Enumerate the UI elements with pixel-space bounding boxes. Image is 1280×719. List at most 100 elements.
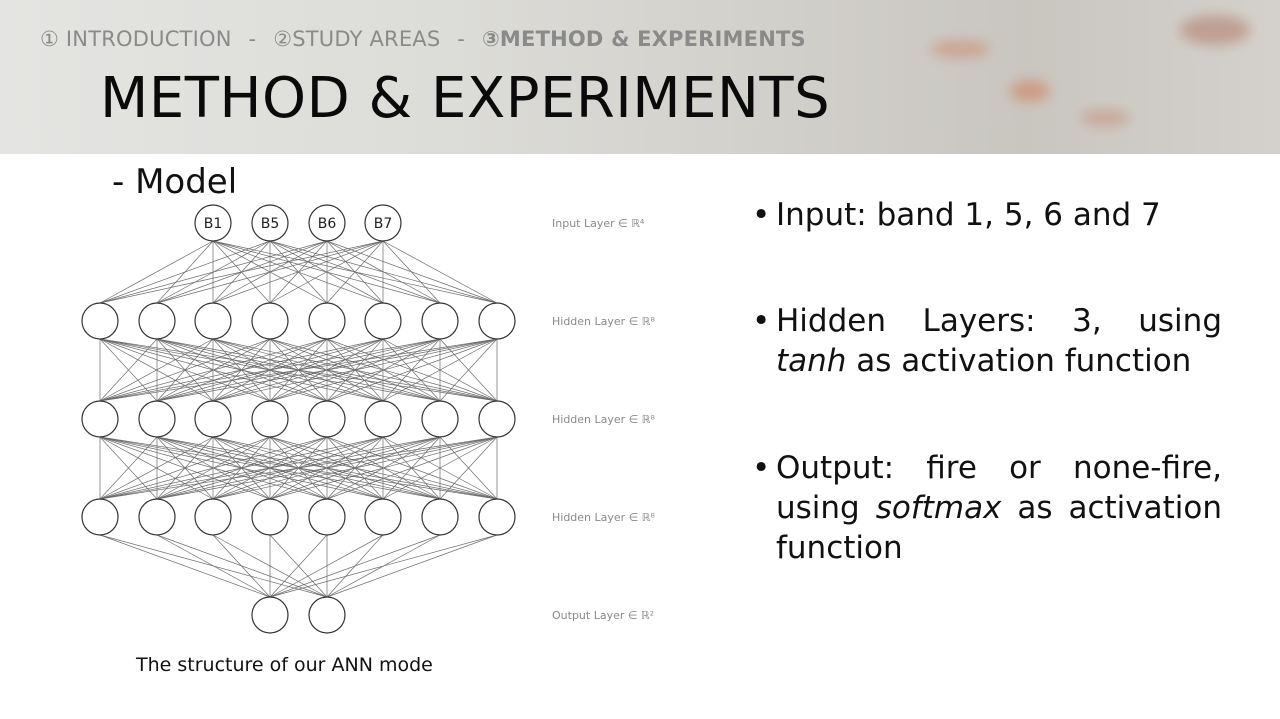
bullet-text-emphasis: tanh	[776, 343, 847, 379]
connection-edge	[269, 240, 384, 304]
background-fire-glow	[1010, 80, 1050, 102]
connection-edge	[99, 338, 384, 402]
connection-edge	[269, 436, 498, 500]
hidden-node	[251, 302, 289, 340]
connection-edge	[99, 436, 214, 500]
hidden-node	[478, 400, 516, 438]
connection-edges	[99, 240, 498, 598]
background-fire-glow	[1080, 110, 1130, 126]
header-banner: ① INTRODUCTION - ②STUDY AREAS - ③METHOD …	[0, 0, 1280, 154]
connection-edge	[326, 338, 498, 402]
breadcrumb-item-introduction[interactable]: ① INTRODUCTION	[40, 27, 232, 51]
connection-edge	[269, 534, 328, 598]
connection-edge	[382, 436, 498, 500]
bullet-text-part: Input: band 1, 5, 6 and 7	[776, 197, 1161, 233]
hidden-node	[308, 400, 346, 438]
connection-edge	[99, 338, 498, 402]
connection-edge	[156, 534, 271, 598]
bullet-text-part: as activation function	[846, 343, 1192, 379]
breadcrumb-item-study-areas[interactable]: ②STUDY AREAS	[273, 27, 441, 51]
input-node-label: B6	[318, 216, 337, 232]
hidden-node	[421, 498, 459, 536]
connection-edge	[99, 534, 271, 598]
hidden-node	[308, 302, 346, 340]
hidden-node	[138, 400, 176, 438]
hidden-node	[251, 400, 289, 438]
connection-edge	[99, 436, 158, 500]
input-node	[251, 204, 289, 242]
hidden-node	[308, 498, 346, 536]
connection-edge	[269, 534, 498, 598]
hidden-node	[194, 498, 232, 536]
background-fire-glow	[930, 40, 990, 58]
bullet-dot: •	[752, 197, 771, 233]
connection-edge	[99, 436, 441, 500]
bullet-item-output: • Output: fire or none-fire, using softm…	[752, 448, 1222, 568]
connection-edge	[382, 240, 441, 304]
hidden-node	[364, 400, 402, 438]
connection-edge	[99, 338, 271, 402]
connection-edge	[99, 436, 328, 500]
connection-edge	[269, 338, 498, 402]
bullet-text-part: Output: fire or none-fire, using	[776, 450, 1222, 526]
hidden-node	[194, 302, 232, 340]
connection-edge	[156, 240, 384, 304]
connection-edge	[439, 436, 498, 500]
input-node-label: B1	[204, 216, 223, 232]
bullet-text-emphasis: softmax	[875, 490, 1002, 526]
layer-labels: Input Layer ∈ ℝ⁴ Hidden Layer ∈ ℝ⁸ Hidden …	[552, 217, 655, 622]
layer-label: Hidden Layer ∈ ℝ⁸	[552, 413, 655, 426]
bullet-item-hidden-layers: • Hidden Layers: 3, using tanh as activa…	[752, 301, 1222, 381]
breadcrumb-item-method-experiments[interactable]: ③METHOD & EXPERIMENTS	[481, 27, 806, 51]
connection-edge	[439, 338, 498, 402]
bullet-text-part: as activation function	[776, 490, 1222, 566]
connection-edge	[99, 436, 498, 500]
connection-edge	[326, 240, 441, 304]
connection-edge	[326, 534, 498, 598]
hidden-node	[364, 302, 402, 340]
output-node	[251, 596, 289, 634]
bullet-text: Input: band 1, 5, 6 and 7	[776, 195, 1222, 235]
breadcrumb: ① INTRODUCTION - ②STUDY AREAS - ③METHOD …	[40, 27, 806, 51]
connection-edge	[212, 240, 384, 304]
connection-edge	[212, 534, 271, 598]
bullet-item-input: • Input: band 1, 5, 6 and 7	[752, 195, 1222, 235]
hidden-node	[194, 400, 232, 438]
connection-edge	[326, 436, 498, 500]
layer-label: Hidden Layer ∈ ℝ⁸	[552, 315, 655, 328]
connection-edge	[99, 240, 384, 304]
breadcrumb-separator: -	[457, 27, 466, 51]
hidden-node	[81, 498, 119, 536]
input-node	[194, 204, 232, 242]
connection-edge	[99, 338, 158, 402]
hidden-node	[138, 302, 176, 340]
input-node-label: B5	[261, 216, 280, 232]
section-subtitle: - Model	[112, 162, 238, 202]
hidden-node	[81, 400, 119, 438]
connection-edge	[99, 240, 328, 304]
background-fire-glow	[1180, 15, 1250, 45]
connection-edge	[212, 338, 498, 402]
connection-edge	[99, 338, 214, 402]
input-node	[308, 204, 346, 242]
bullet-dot: •	[752, 303, 771, 339]
layer-label: Input Layer ∈ ℝ⁴	[552, 217, 645, 230]
input-node	[364, 204, 402, 242]
output-node	[308, 596, 346, 634]
bullet-dot: •	[752, 450, 771, 486]
hidden-node	[478, 302, 516, 340]
connection-edge	[156, 534, 328, 598]
bullet-text: Output: fire or none-fire, using softmax…	[776, 448, 1222, 568]
connection-edge	[269, 534, 384, 598]
layer-label: Output Layer ∈ ℝ²	[552, 609, 654, 622]
hidden-node	[421, 302, 459, 340]
connection-edge	[99, 240, 214, 304]
connection-edge	[212, 436, 498, 500]
connection-edge	[382, 240, 498, 304]
connection-edge	[156, 436, 498, 500]
hidden-node	[421, 400, 459, 438]
diagram-caption: The structure of our ANN mode	[136, 654, 433, 676]
slide-title: METHOD & EXPERIMENTS	[100, 66, 831, 131]
